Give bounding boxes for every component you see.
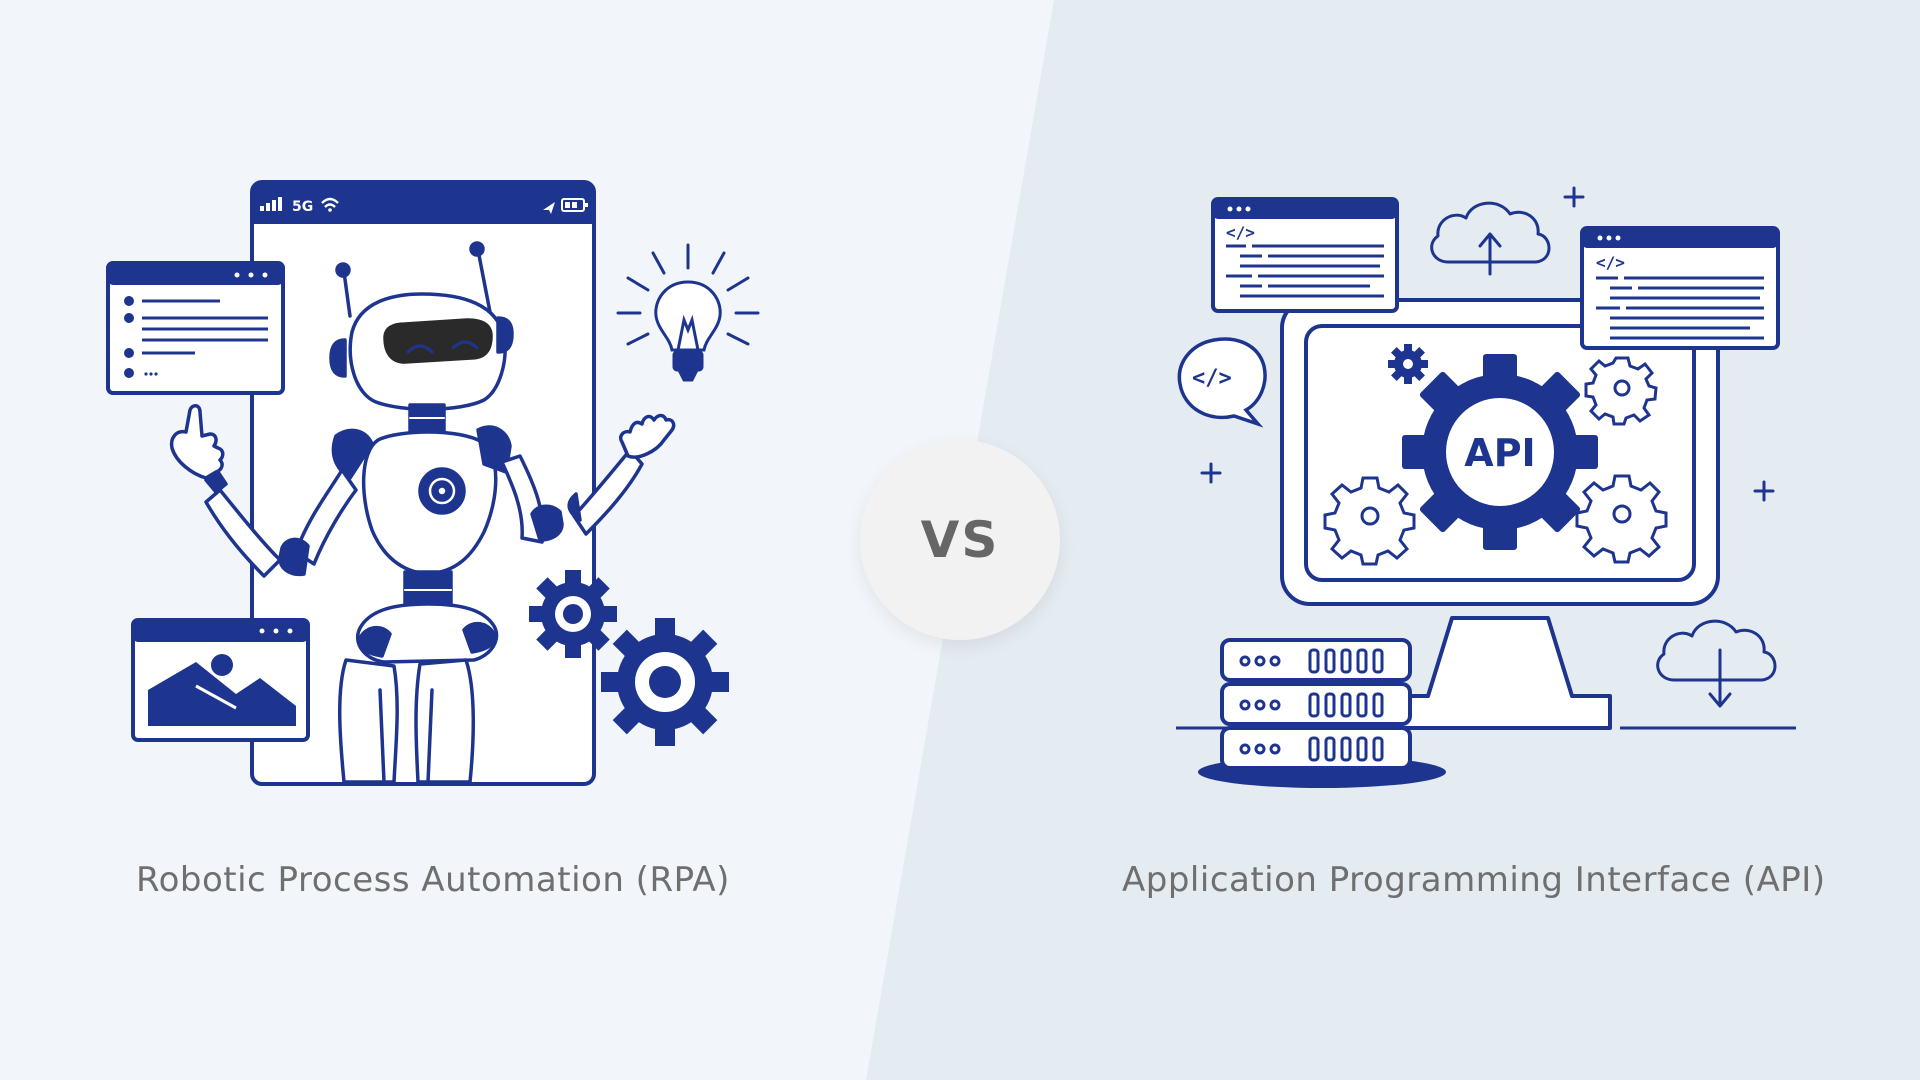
chat-window-icon xyxy=(106,261,285,395)
code-tag-label: </> xyxy=(1596,253,1625,272)
cloud-download-icon xyxy=(1656,619,1777,708)
robot-icon xyxy=(169,241,676,784)
code-bubble-label: </> xyxy=(1192,366,1232,391)
api-caption: Application Programming Interface (API) xyxy=(1122,860,1826,900)
code-bubble-icon: </> xyxy=(1177,337,1267,428)
server-icon xyxy=(1198,638,1446,788)
sparkle-icon xyxy=(1200,186,1775,502)
api-gear-label: API xyxy=(1464,431,1535,475)
code-tag-label: </> xyxy=(1226,223,1255,242)
code-window-icon: </> xyxy=(1580,226,1780,350)
gear-icon: API xyxy=(1323,344,1668,566)
vs-label: VS xyxy=(920,511,1000,569)
phone-signal-label: 5G xyxy=(292,199,313,215)
code-window-icon: </> xyxy=(1211,197,1399,313)
image-window-icon xyxy=(131,618,310,742)
cloud-upload-icon xyxy=(1430,201,1551,276)
lightbulb-icon xyxy=(616,243,760,382)
rpa-caption: Robotic Process Automation (RPA) xyxy=(136,860,730,900)
vs-badge: VS xyxy=(860,440,1060,640)
